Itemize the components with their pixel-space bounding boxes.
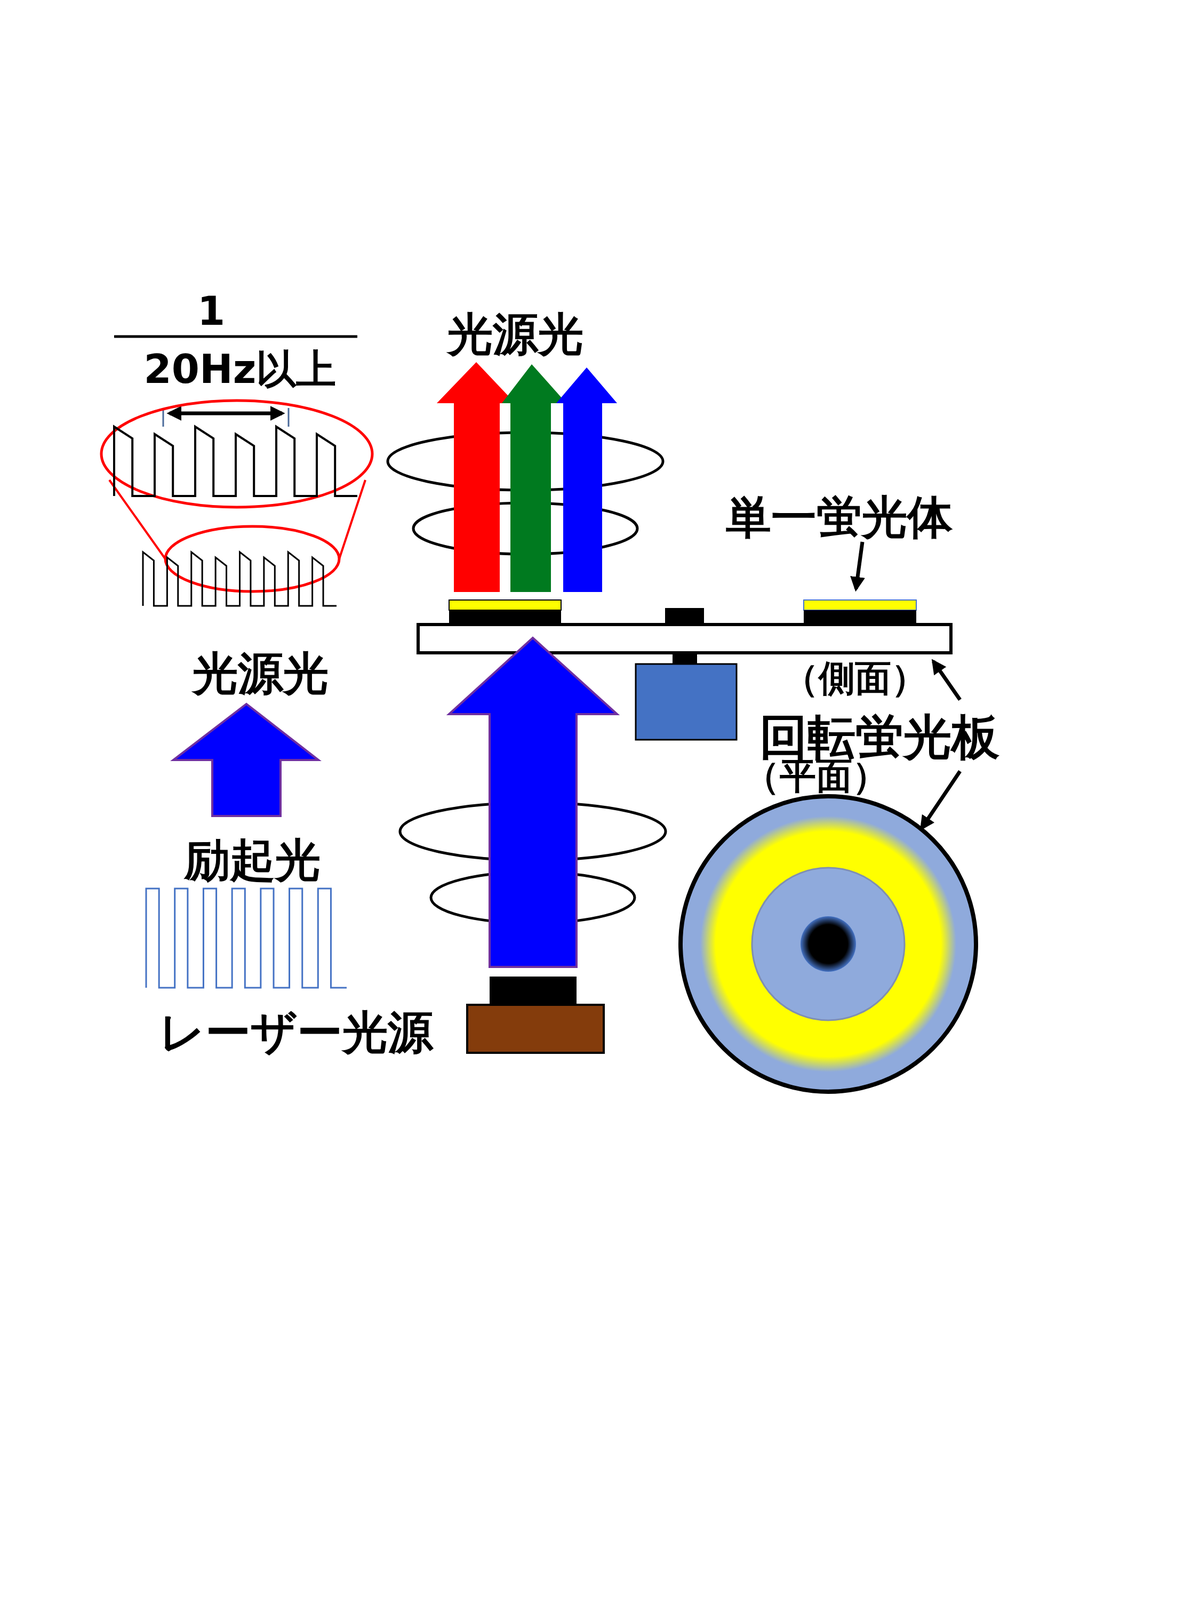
plate-center bbox=[752, 867, 905, 1021]
conversion-arrow bbox=[173, 704, 319, 816]
fraction-denominator: 20Hz以上 bbox=[144, 347, 337, 392]
excitation-waveform bbox=[146, 888, 347, 988]
green-light-arrow bbox=[501, 364, 567, 592]
period-tick bbox=[288, 408, 290, 427]
output-waveform bbox=[114, 426, 358, 496]
leader-arrow bbox=[933, 661, 960, 700]
leader-arrow bbox=[856, 541, 863, 589]
phosphor-label: 単一蛍光体 bbox=[725, 492, 953, 543]
output-waveform bbox=[142, 552, 337, 606]
fraction-bar bbox=[114, 335, 358, 339]
laser-emitter bbox=[489, 976, 577, 1005]
phosphor-ring bbox=[700, 816, 957, 1072]
period-tick bbox=[162, 408, 165, 427]
excitation-arrow bbox=[449, 637, 618, 967]
zoom-line bbox=[109, 480, 166, 559]
plate-label: 回転蛍光板 bbox=[759, 710, 1000, 764]
phosphor-base bbox=[449, 610, 562, 625]
hub bbox=[665, 608, 704, 625]
rotating-plate-plan bbox=[680, 796, 976, 1092]
view-note: （側面） bbox=[782, 658, 928, 699]
laser-label: レーザー光源 bbox=[158, 1007, 434, 1058]
fraction-numerator: 1 bbox=[197, 289, 226, 334]
shaft bbox=[672, 654, 698, 664]
rotating-plate-side bbox=[418, 624, 951, 653]
blue-light-arrow bbox=[556, 367, 618, 592]
output-light-label: 光源光 bbox=[447, 309, 584, 360]
phosphor-base bbox=[803, 610, 917, 625]
laser-base bbox=[467, 1004, 604, 1053]
phosphor bbox=[449, 600, 562, 611]
view-note: （平面） bbox=[743, 756, 889, 797]
hub-hole bbox=[800, 916, 856, 972]
red-light-arrow bbox=[436, 362, 516, 592]
leader-arrow bbox=[921, 771, 960, 829]
output-light-label: 光源光 bbox=[192, 648, 329, 699]
motor bbox=[635, 664, 737, 740]
phosphor bbox=[803, 600, 917, 611]
excitation-label: 励起光 bbox=[184, 835, 321, 886]
zoom-ellipse bbox=[101, 400, 373, 508]
zoom-line bbox=[339, 480, 366, 559]
period-arrow bbox=[169, 411, 283, 416]
